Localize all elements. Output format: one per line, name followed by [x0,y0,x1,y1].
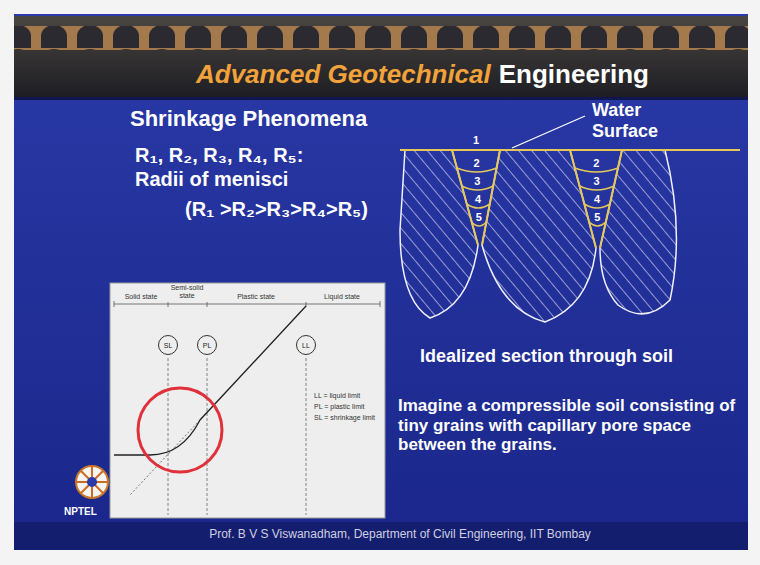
logo-text: NPTEL [64,506,97,518]
meniscus-arc [580,186,614,190]
meniscus-arc [462,186,493,190]
footer-band [14,522,748,550]
bridge-arches [14,26,748,50]
highlight-circle [138,388,222,472]
callout-number: 4 [475,194,481,205]
slide-heading: Shrinkage Phenomena [130,106,367,131]
soil-grain [400,150,478,318]
banner-title: Engineering [499,60,649,90]
banner-title: Advanced Geotechnical [196,60,491,90]
leader-line [512,116,585,148]
limit-circle: SL [158,335,178,355]
banner [14,16,748,100]
callout-number: 2 [593,158,599,169]
meniscus-arc [467,204,490,208]
radii-symbols: R₁, R₂, R₃, R₄, R₅: [135,144,303,167]
meniscus-arc [472,222,487,226]
abbreviation-key: SL = shrinkage limit [314,414,375,422]
soil-grain [600,150,676,314]
limit-symbol: PL [203,342,212,349]
section-caption: Idealized section through soil [420,346,690,367]
menisci [457,168,618,226]
limit-circle: LL [296,335,316,355]
meniscus-arc [457,168,497,172]
limit-symbol: SL [164,342,173,349]
soil-section [400,116,740,322]
description-note: Imagine a compressible soil consisting o… [398,396,738,455]
soil-grain [482,150,596,322]
state-label: Solid state [125,293,158,301]
limit-symbol: LL [302,342,310,349]
abbreviation-key: LL = liquid limit [314,392,360,400]
state-label: Semi-solid state [167,284,207,300]
state-label: Plastic state [237,293,275,301]
slide-background [14,14,748,550]
state-ticks [114,301,380,307]
callout-number: 3 [474,176,480,187]
limit-circle: PL [197,335,217,355]
chart-panel [110,283,385,518]
meniscus-arc [589,222,606,226]
meniscus-arc [584,204,610,208]
callout-number: 3 [594,176,600,187]
extension-line [130,420,200,495]
water-surface-label: Water Surface [592,100,682,141]
abbreviation-key: PL = plastic limit [314,403,365,411]
pore-walls [452,150,622,248]
callout-number: 2 [473,158,479,169]
callout-number: 4 [594,194,600,205]
banner-edge [14,97,748,100]
footer-credit: Prof. B V S Viswanadham, Department of C… [209,528,591,542]
nptel-logo [76,466,108,498]
callout-number: 5 [476,212,482,223]
radii-note: Radii of menisci [135,168,288,191]
consistency-chart [110,283,385,518]
state-label: Liquid state [324,293,360,301]
state-axis [114,304,380,305]
callout-number: 1 [473,135,479,146]
radii-order: (R₁ >R₂>R₃>R₄>R₅) [185,198,368,221]
volume-curve [114,306,306,455]
callout-number: 5 [594,212,600,223]
meniscus-arc [575,168,618,172]
